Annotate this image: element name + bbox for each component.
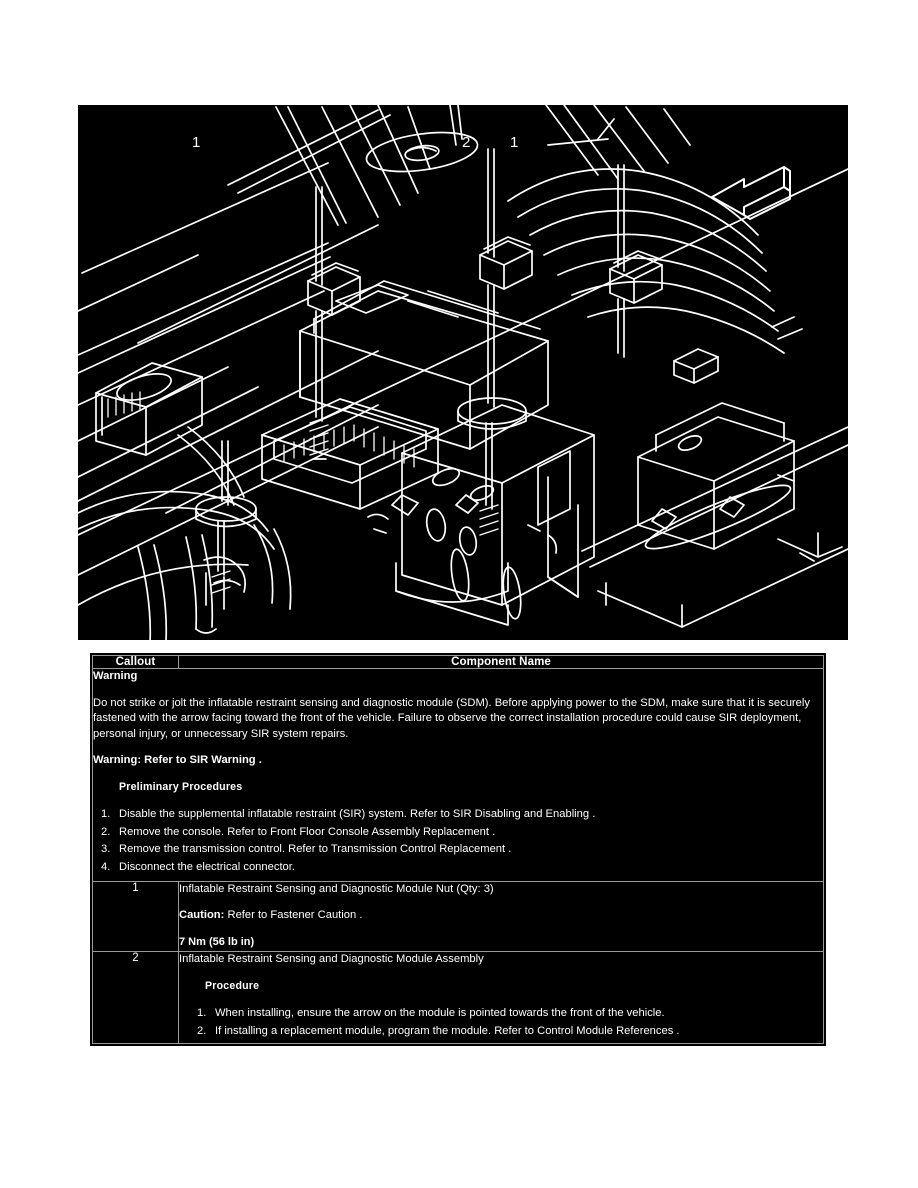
- preliminary-procedures-heading: Preliminary Procedures: [119, 780, 243, 793]
- component-illustration: 1 2 1: [78, 105, 848, 640]
- step-number: 2.: [197, 1024, 207, 1037]
- step-number: 1.: [101, 808, 111, 821]
- header-component-name: Component Name: [178, 654, 824, 670]
- list-item: 3. Remove the transmission control. Refe…: [93, 842, 823, 858]
- step-text[interactable]: Remove the console. Refer to Front Floor…: [119, 825, 496, 838]
- list-item: 4. Disconnect the electrical connector.: [93, 860, 823, 876]
- warning-reference: Warning: Refer to SIR Warning .: [93, 753, 823, 769]
- callout-1-description: Inflatable Restraint Sensing and Diagnos…: [178, 880, 824, 953]
- table-row-callout-1: 1 Inflatable Restraint Sensing and Diagn…: [92, 880, 824, 953]
- table-row-callout-2: 2 Inflatable Restraint Sensing and Diagn…: [92, 951, 824, 1044]
- list-item: 1. When installing, ensure the arrow on …: [179, 1006, 823, 1022]
- table-header-row: Callout Component Name: [92, 654, 824, 670]
- callout-label-1-right: 1: [510, 134, 519, 151]
- preliminary-procedures-list: 1. Disable the supplemental inflatable r…: [93, 807, 823, 875]
- callout-label-2: 2: [462, 134, 471, 151]
- caution-reference: Caution: Refer to Fastener Caution .: [179, 908, 823, 924]
- callout-table-frame: Callout Component Name Warning Do not st…: [88, 651, 828, 1048]
- callout-number-2: 2: [92, 951, 179, 1044]
- step-text[interactable]: Disable the supplemental inflatable rest…: [119, 808, 596, 821]
- step-number: 2.: [101, 825, 111, 838]
- component-name-1: Inflatable Restraint Sensing and Diagnos…: [179, 882, 494, 895]
- callout-label-1-left: 1: [192, 134, 201, 151]
- step-text[interactable]: Remove the transmission control. Refer t…: [119, 843, 512, 856]
- step-number: 1.: [197, 1007, 207, 1020]
- step-number: 4.: [101, 860, 111, 873]
- warning-reference-text[interactable]: Refer to SIR Warning .: [144, 754, 262, 767]
- caution-text[interactable]: Refer to Fastener Caution .: [227, 909, 363, 922]
- torque-specification: 7 Nm (56 lb in): [179, 935, 255, 948]
- caution-label: Caution:: [179, 909, 225, 922]
- step-text: When installing, ensure the arrow on the…: [215, 1007, 665, 1020]
- list-item: 2. If installing a replacement module, p…: [179, 1024, 823, 1040]
- procedure-heading: Procedure: [205, 979, 260, 992]
- callout-2-description: Inflatable Restraint Sensing and Diagnos…: [178, 951, 824, 1044]
- list-item: 1. Disable the supplemental inflatable r…: [93, 807, 823, 823]
- warning-title: Warning: [93, 670, 138, 683]
- procedure-list: 1. When installing, ensure the arrow on …: [179, 1006, 823, 1039]
- step-text: Disconnect the electrical connector.: [119, 860, 295, 873]
- warning-reference-label: Warning:: [93, 754, 142, 767]
- header-callout: Callout: [92, 654, 179, 670]
- sdm-line-art: [78, 105, 848, 640]
- front-of-vehicle-arrow-icon: [711, 166, 791, 220]
- component-name-2: Inflatable Restraint Sensing and Diagnos…: [179, 953, 484, 966]
- table-row-warning: Warning Do not strike or jolt the inflat…: [92, 668, 824, 882]
- step-number: 3.: [101, 843, 111, 856]
- callout-number-1: 1: [92, 880, 179, 953]
- step-text[interactable]: If installing a replacement module, prog…: [215, 1024, 680, 1037]
- warning-body: Do not strike or jolt the inflatable res…: [93, 696, 810, 740]
- callout-table: Callout Component Name Warning Do not st…: [92, 654, 824, 1044]
- list-item: 2. Remove the console. Refer to Front Fl…: [93, 825, 823, 841]
- warning-cell: Warning Do not strike or jolt the inflat…: [92, 668, 824, 882]
